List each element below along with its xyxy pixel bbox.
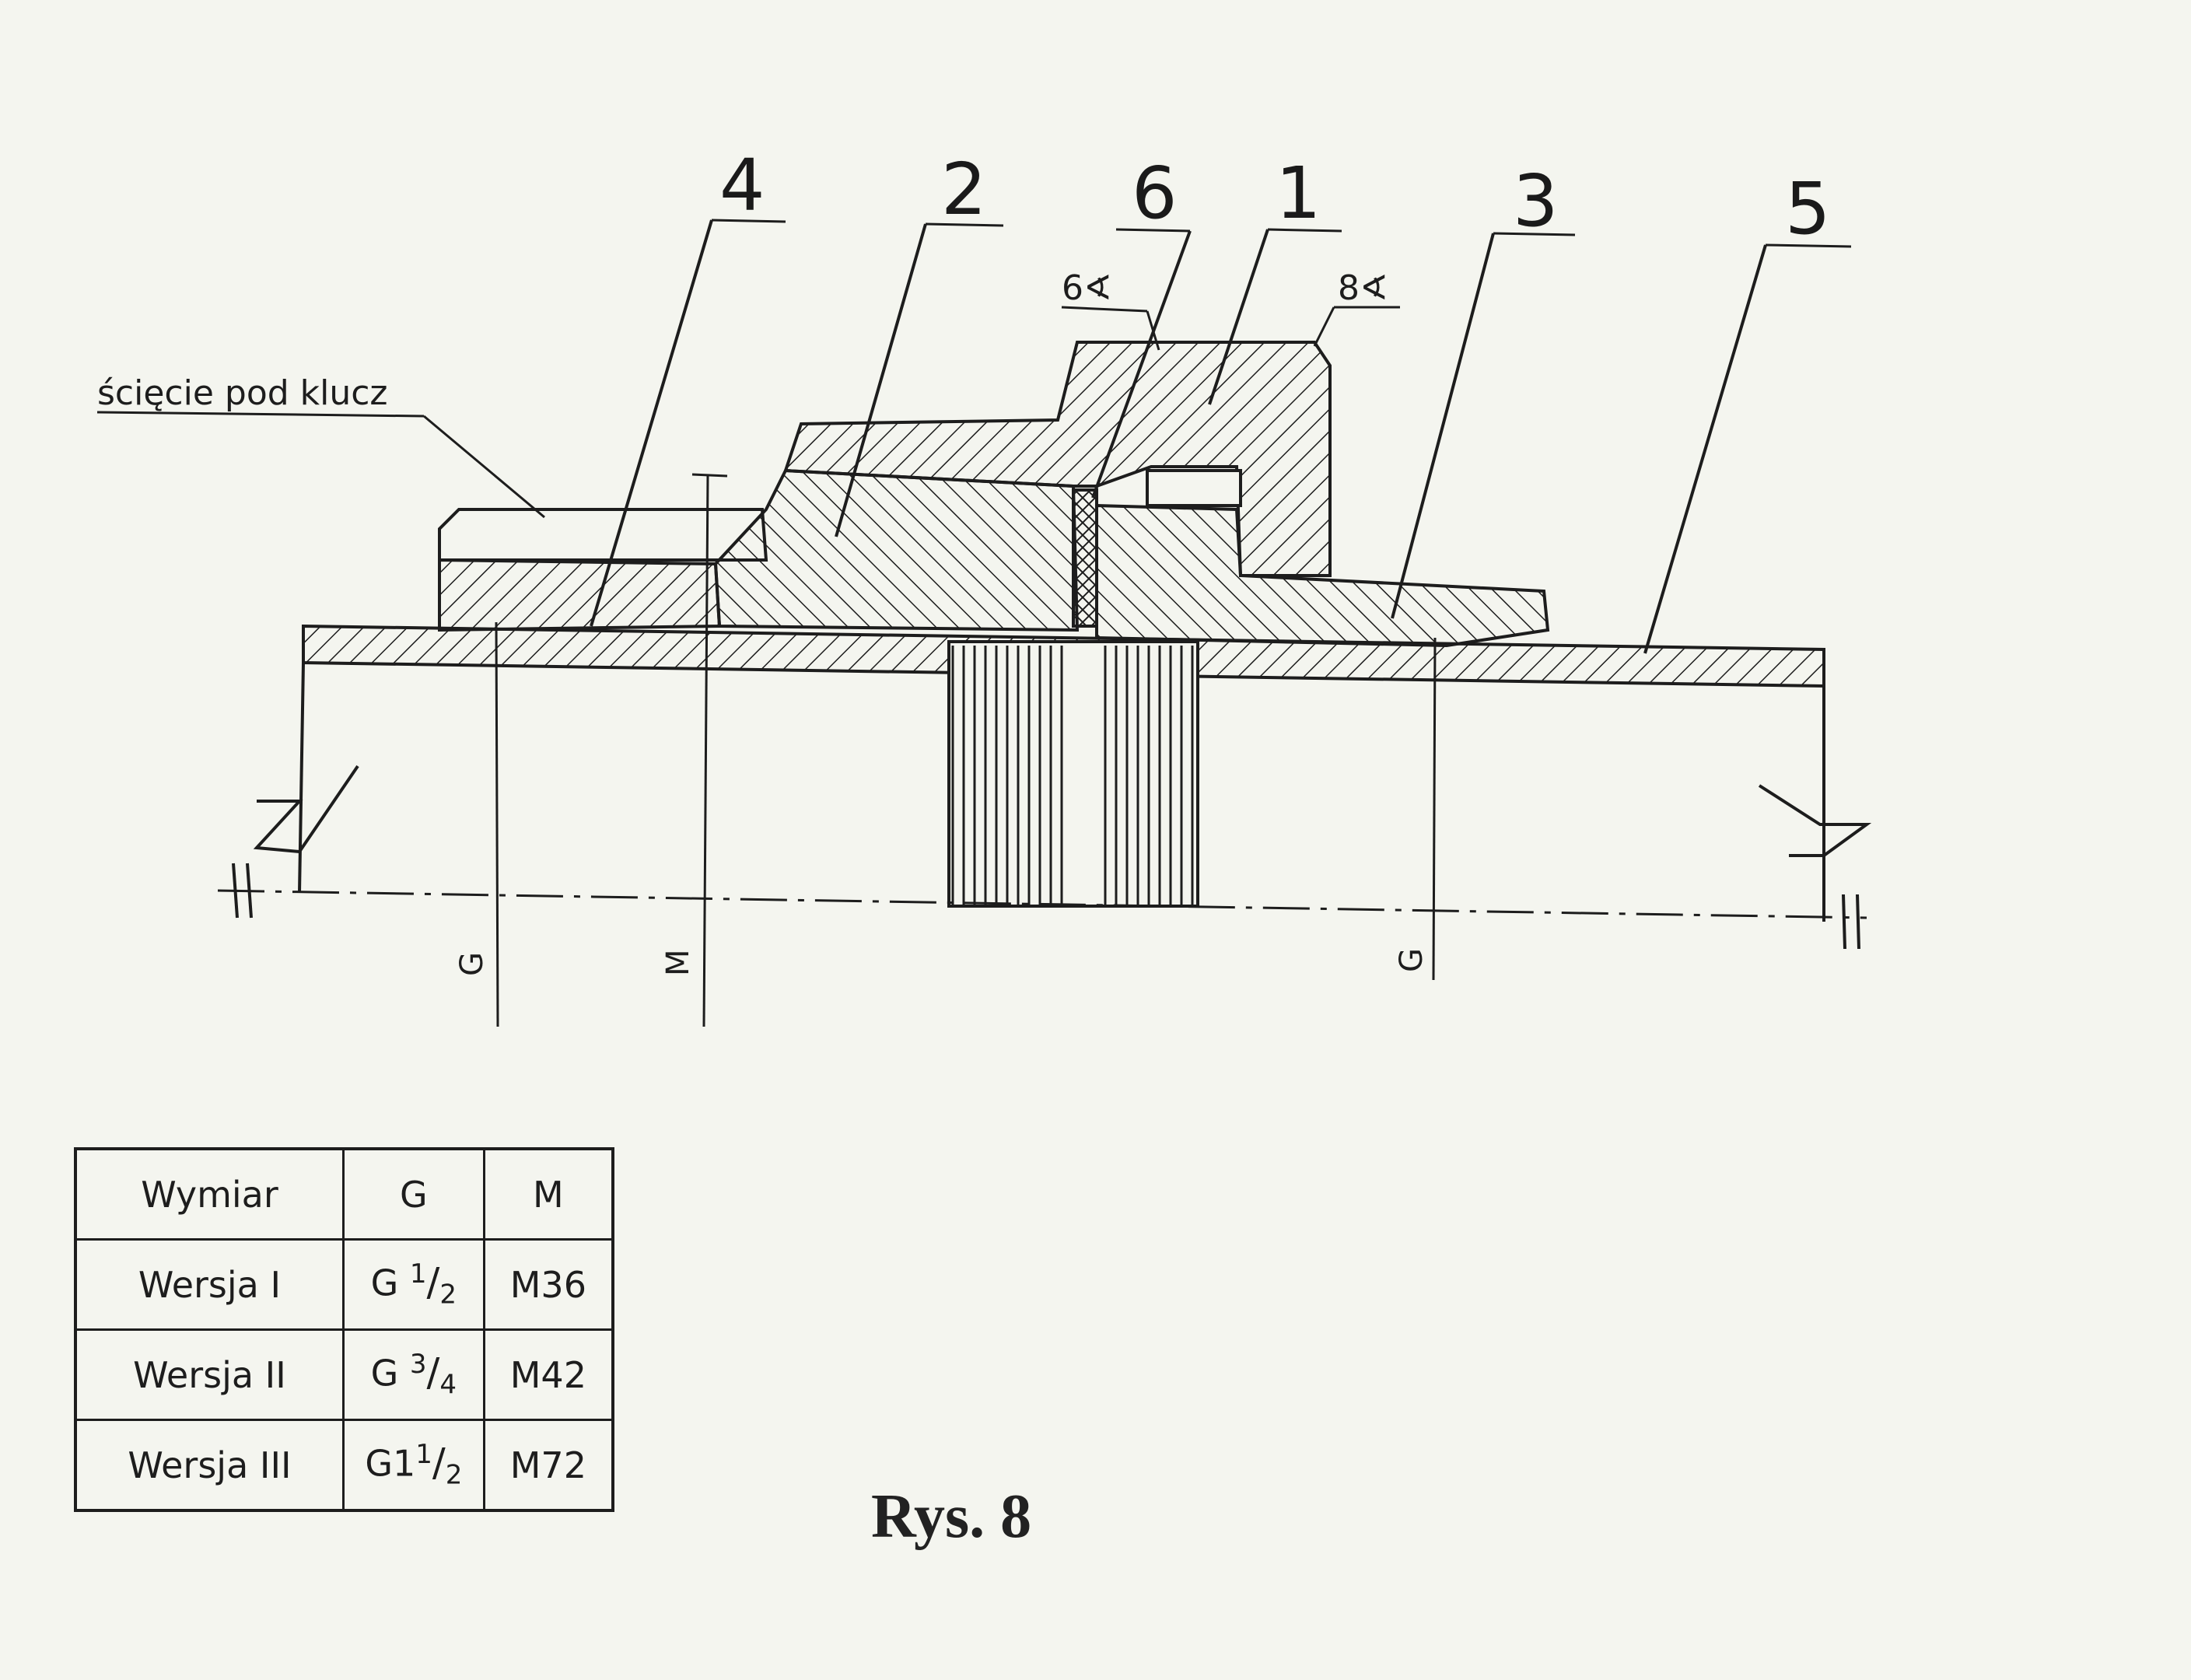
- dim-g-right: [1432, 637, 1437, 981]
- part-number-3: 3: [1513, 159, 1559, 243]
- m-value: M72: [482, 1419, 614, 1512]
- table-header-cell: Wymiar: [74, 1147, 345, 1241]
- part-number-4: 4: [719, 144, 765, 227]
- dim-label-g-left: G: [454, 952, 490, 976]
- part-number-6: 6: [1132, 152, 1178, 235]
- g-value: G 1/2: [341, 1238, 485, 1331]
- part-6-seal: [1072, 488, 1098, 628]
- groove-lines: [951, 646, 1194, 906]
- wrench-flat-note: ścięcie pod klucz: [97, 373, 388, 413]
- m-value: M42: [482, 1328, 614, 1421]
- version-label: Wersja I: [74, 1238, 345, 1331]
- bore-grooves: [947, 640, 1199, 908]
- g-value: G11/2: [341, 1419, 485, 1512]
- table-row: Wersja II G 3/4 M42: [74, 1328, 614, 1421]
- break-right: [1758, 784, 1872, 857]
- part-2: [713, 468, 1080, 632]
- g-value: G 3/4: [341, 1328, 485, 1421]
- part-4-chamfer: [438, 508, 768, 562]
- version-label: Wersja III: [74, 1419, 345, 1512]
- dimension-table: Wymiar G M Wersja I G 1/2 M36 Wersja II …: [74, 1147, 614, 1512]
- dim-g-left: [495, 621, 499, 1027]
- part-3: [1095, 503, 1550, 648]
- part-number-1: 1: [1276, 152, 1321, 235]
- angle-label-8: 8∢: [1338, 268, 1388, 308]
- table-header-cell: G: [341, 1147, 485, 1241]
- dim-m: [702, 474, 709, 1027]
- table-header-cell: M: [482, 1147, 614, 1241]
- part-1: [783, 341, 1332, 577]
- table-row: Wersja III G11/2 M72: [74, 1419, 614, 1512]
- pipe-left-end: [298, 662, 305, 894]
- dim-label-m: M: [660, 949, 696, 976]
- part-4: [438, 558, 722, 632]
- break-left: [253, 765, 359, 854]
- version-label: Wersja II: [74, 1328, 345, 1421]
- axis-line: [217, 889, 1867, 919]
- part-number-5: 5: [1785, 167, 1831, 250]
- figure-caption: Rys. 8: [871, 1482, 1032, 1551]
- part-number-2: 2: [941, 148, 987, 231]
- m-value: M36: [482, 1238, 614, 1331]
- table-header-row: Wymiar G M: [74, 1147, 614, 1241]
- angle-label-6: 6∢: [1062, 268, 1112, 308]
- table-row: Wersja I G 1/2 M36: [74, 1238, 614, 1331]
- dim-label-g-right: G: [1394, 948, 1430, 972]
